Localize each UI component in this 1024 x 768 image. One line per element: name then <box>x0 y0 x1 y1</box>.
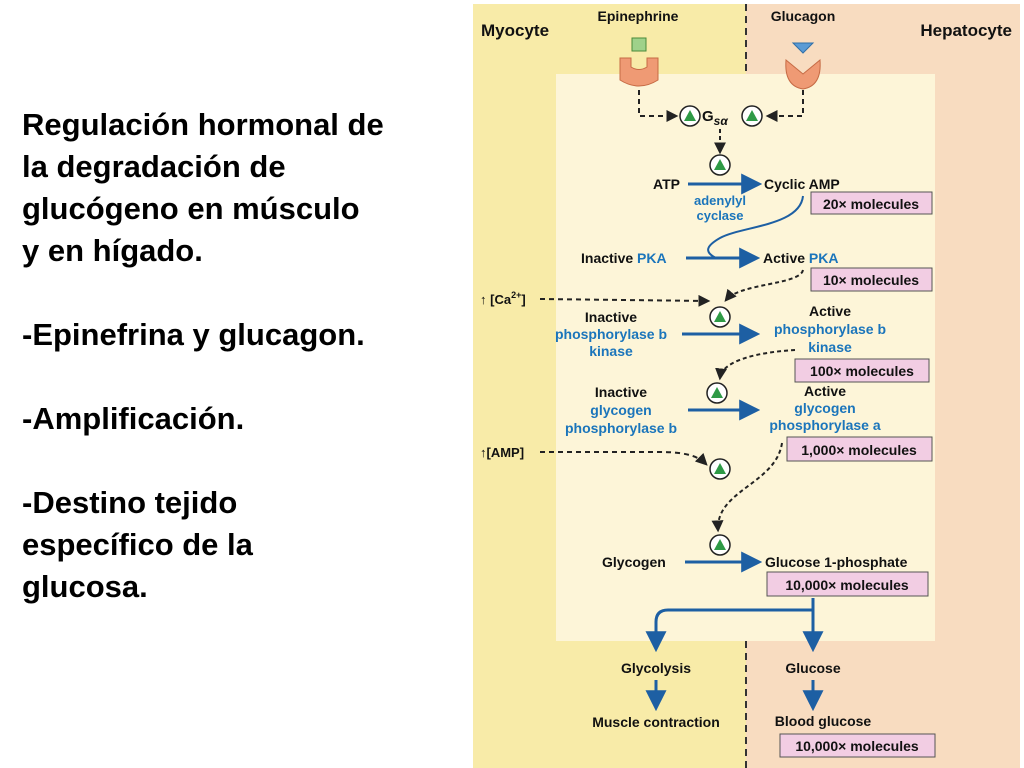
bullet-epinephrine-glucagon: -Epinefrina y glucagon. <box>22 317 365 352</box>
glycogen-breakdown-activator <box>709 534 731 556</box>
active-kinase-label-3: kinase <box>808 339 852 355</box>
amp-to-phosphorylase-arrow <box>540 451 708 466</box>
molecules-box-10000-g1p <box>766 571 929 597</box>
gs-alpha-activator-left <box>679 105 701 127</box>
inactive-pka-label: Inactive PKA <box>581 250 667 266</box>
glycogen-label: Glycogen <box>602 554 666 570</box>
active-phosphorylase-label-3: phosphorylase a <box>769 417 880 433</box>
myocyte-label: Myocyte <box>481 21 549 40</box>
glucagon-diamond <box>791 42 815 54</box>
active-kinase-label-2: phosphorylase b <box>774 321 886 337</box>
epinephrine-label: Epinephrine <box>598 8 679 24</box>
active-phosphorylase-label-2: glycogen <box>794 400 855 416</box>
amp-label: ↑[AMP] <box>480 445 524 460</box>
gs-alpha-label: Gsα <box>702 108 728 128</box>
inactive-phosphorylase-label-2: glycogen <box>590 402 651 418</box>
molecules-box-1000 <box>786 436 933 462</box>
inactive-kinase-label-2: phosphorylase b <box>555 326 667 342</box>
glucose-1-phosphate-label: Glucose 1-phosphate <box>765 554 908 570</box>
glucagon-receptor <box>785 59 821 90</box>
epinephrine-receptor <box>619 57 659 87</box>
molecules-label-100: 100× molecules <box>810 363 914 379</box>
bullet-destination-line: glucosa. <box>22 569 148 604</box>
glucagon-to-gs-arrow <box>765 90 804 122</box>
gs-alpha-activator-right <box>741 105 763 127</box>
adenylyl-label: adenylyl <box>694 193 746 208</box>
kinase-activator <box>709 306 731 328</box>
phosphorylase-activator <box>706 382 728 404</box>
glycolysis-label: Glycolysis <box>621 660 691 676</box>
calcium-to-kinase-arrow <box>539 294 711 307</box>
inactive-phosphorylase-label-3: phosphorylase b <box>565 420 677 436</box>
slide-text: Regulación hormonal de la degradación de… <box>22 104 462 608</box>
amp-activator <box>709 458 731 480</box>
cyclase-activator <box>709 154 731 176</box>
inactive-kinase-label-1: Inactive <box>585 309 637 325</box>
bullet-amplification: -Amplificación. <box>22 401 245 436</box>
title-line: la degradación de <box>22 149 286 184</box>
inactive-phosphorylase-label-1: Inactive <box>595 384 647 400</box>
pka-to-kinase-arrow <box>724 269 804 302</box>
molecules-box-100 <box>794 358 930 383</box>
cyclase-label: cyclase <box>697 208 744 223</box>
blood-glucose-label: Blood glucose <box>775 713 872 729</box>
g1p-to-glycolysis-arrow <box>645 598 815 653</box>
atp-label: ATP <box>653 176 680 192</box>
bullet-destination-line: -Destino tejido <box>22 485 238 520</box>
glucagon-label: Glucagon <box>771 8 836 24</box>
molecules-label-1000: 1,000× molecules <box>801 442 917 458</box>
inactive-kinase-label-3: kinase <box>589 343 633 359</box>
active-phosphorylase-label-1: Active <box>804 383 846 399</box>
molecules-box-10 <box>810 267 933 292</box>
bullet-destination-line: específico de la <box>22 527 253 562</box>
calcium-label: ↑ [Ca2+] <box>480 290 526 307</box>
active-kinase-label-1: Active <box>809 303 851 319</box>
title-line: Regulación hormonal de <box>22 107 384 142</box>
active-pka-label: Active PKA <box>763 250 838 266</box>
title-line: glucógeno en músculo <box>22 191 360 226</box>
molecules-label-10000-g1p: 10,000× molecules <box>785 577 909 593</box>
title-line: y en hígado. <box>22 233 203 268</box>
molecules-label-10: 10× molecules <box>823 272 919 288</box>
epinephrine-square <box>631 37 647 52</box>
glucose-label: Glucose <box>785 660 840 676</box>
muscle-contraction-label: Muscle contraction <box>592 714 720 730</box>
molecules-label-10000-blood: 10,000× molecules <box>795 738 919 754</box>
camp-to-pka-curve <box>707 195 804 259</box>
molecules-label-20: 20× molecules <box>823 196 919 212</box>
phosphorylase-to-glycogen-arrow <box>711 442 783 533</box>
molecules-box-20 <box>810 191 933 215</box>
hepatocyte-label: Hepatocyte <box>920 21 1012 40</box>
cyclic-amp-label: Cyclic AMP <box>764 176 840 192</box>
kinase-to-phosphorylase-arrow <box>715 349 796 381</box>
molecules-box-10000-blood <box>779 733 936 758</box>
